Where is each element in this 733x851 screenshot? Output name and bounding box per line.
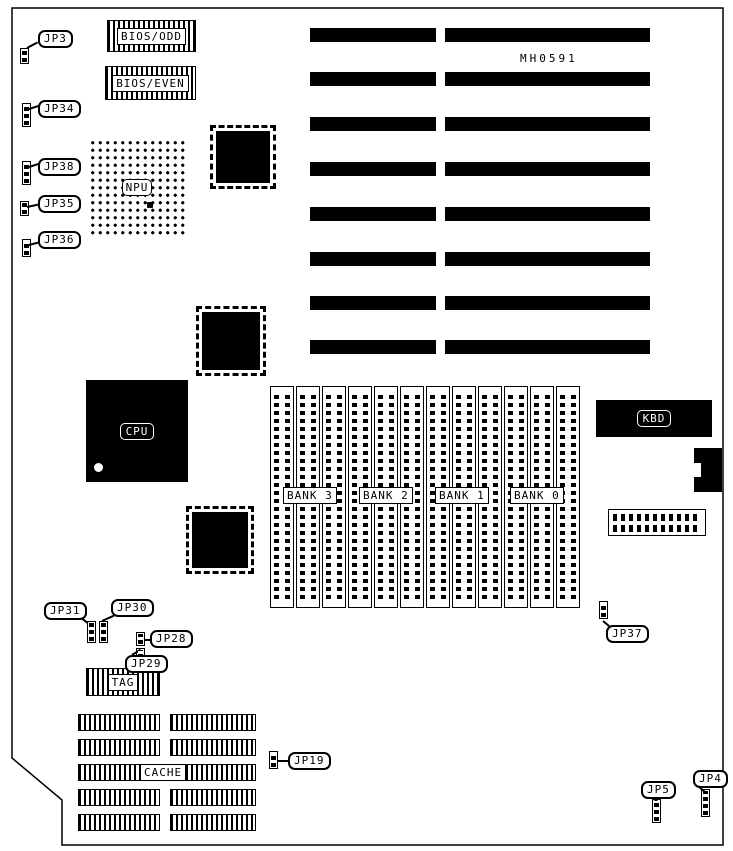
jumper-jp35-block — [20, 201, 29, 216]
din-connector — [694, 448, 722, 492]
jumper-jp34-block — [22, 103, 31, 127]
qfp-chip — [196, 306, 266, 376]
jumper-jp31-label: JP31 — [44, 602, 87, 620]
jumper-jp28-label: JP28 — [150, 630, 193, 648]
isa-slot — [310, 28, 436, 42]
callout-line — [144, 639, 152, 641]
bank0-label: BANK 0 — [510, 487, 564, 504]
jumper-jp36-label: JP36 — [38, 231, 81, 249]
isa-slot — [310, 340, 436, 354]
isa-slot — [445, 117, 650, 131]
jumper-jp3-block — [20, 48, 29, 64]
jumper-jp19-label: JP19 — [288, 752, 331, 770]
cache-chip — [170, 714, 256, 731]
jumper-jp31-block — [87, 621, 96, 643]
kbd-label: KBD — [636, 410, 672, 427]
isa-slot — [310, 117, 436, 131]
isa-slot — [310, 252, 436, 266]
isa-slot — [445, 207, 650, 221]
cpu-chip: CPU — [86, 380, 188, 482]
header-connector — [608, 509, 706, 536]
kbd-connector: KBD — [596, 400, 712, 437]
jumper-jp5-block — [652, 799, 661, 823]
cache-chip — [170, 739, 256, 756]
simm-socket — [478, 386, 502, 608]
cache-chip — [170, 789, 256, 806]
jumper-jp35-label: JP35 — [38, 195, 81, 213]
jumper-jp37-block — [599, 601, 608, 619]
isa-slot — [310, 207, 436, 221]
cache-chip — [78, 789, 160, 806]
jumper-jp19-block — [269, 751, 278, 769]
isa-slot — [310, 72, 436, 86]
simm-socket — [556, 386, 580, 608]
simm-socket — [270, 386, 294, 608]
isa-slot — [310, 296, 436, 310]
jumper-jp36-block — [22, 239, 31, 257]
jumper-jp3-label: JP3 — [38, 30, 73, 48]
jumper-jp37-label: JP37 — [606, 625, 649, 643]
npu-label: NPU — [121, 178, 153, 196]
jumper-jp4-label: JP4 — [693, 770, 728, 788]
bios-even-label: BIOS/EVEN — [112, 74, 189, 92]
tag-label: TAG — [107, 673, 139, 691]
bios-even-chip: BIOS/EVEN — [105, 66, 196, 100]
cache-label: CACHE — [140, 764, 187, 781]
isa-slot — [445, 72, 650, 86]
jumper-jp28-block — [136, 632, 145, 646]
cpu-label: CPU — [119, 422, 155, 440]
npu-pin1-dot — [147, 202, 153, 208]
jumper-jp5-label: JP5 — [641, 781, 676, 799]
isa-slot — [445, 252, 650, 266]
isa-slot — [445, 340, 650, 354]
jumper-jp29-label: JP29 — [125, 655, 168, 673]
jumper-jp38-label: JP38 — [38, 158, 81, 176]
jumper-jp34-label: JP34 — [38, 100, 81, 118]
jumper-jp38-block — [22, 161, 31, 185]
isa-slot — [445, 162, 650, 176]
cache-chip — [78, 714, 160, 731]
isa-slot — [445, 296, 650, 310]
bank1-label: BANK 1 — [435, 487, 489, 504]
isa-slot — [310, 162, 436, 176]
cache-chip — [78, 739, 160, 756]
bank3-label: BANK 3 — [283, 487, 337, 504]
qfp-chip — [210, 125, 276, 189]
npu-socket: NPU — [88, 138, 186, 236]
cache-chip — [78, 814, 160, 831]
cache-chip — [170, 814, 256, 831]
bios-odd-chip: BIOS/ODD — [107, 20, 196, 52]
qfp-chip — [186, 506, 254, 574]
din-notch — [694, 463, 701, 477]
jumper-jp4-block — [701, 789, 710, 817]
jumper-jp30-block — [99, 621, 108, 643]
isa-slot — [445, 28, 650, 42]
cpu-pin1-dot — [94, 463, 103, 472]
jumper-jp30-label: JP30 — [111, 599, 154, 617]
callout-line — [278, 760, 289, 762]
bank2-label: BANK 2 — [359, 487, 413, 504]
bios-odd-label: BIOS/ODD — [117, 27, 186, 45]
part-number-label: MH0591 — [520, 52, 578, 65]
